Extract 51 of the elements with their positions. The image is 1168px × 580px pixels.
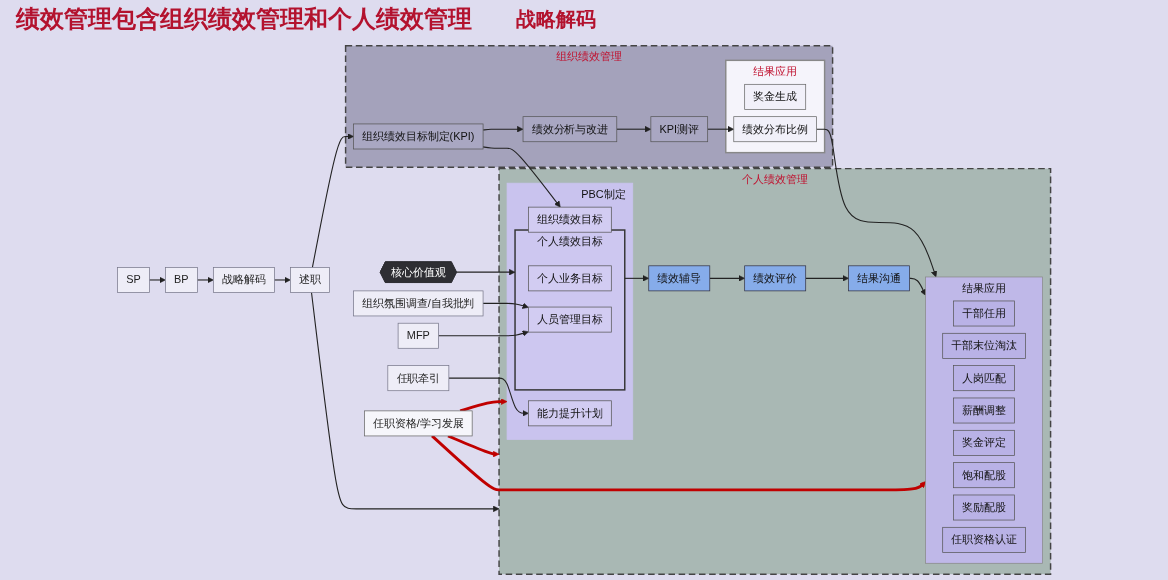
arrow — [816, 128, 938, 278]
arrow — [448, 377, 529, 417]
arrow — [311, 133, 354, 268]
process-box: 战略解码 — [213, 267, 275, 293]
list-item-box: 奖励配股 — [953, 494, 1015, 521]
arrow — [455, 268, 516, 276]
foundation-bar: 任职资格/学习发展 — [364, 410, 473, 437]
step-box: 结果沟通 — [848, 265, 910, 292]
list-item-box: 饱和配股 — [953, 462, 1015, 489]
arrow — [273, 276, 291, 284]
arrow — [805, 275, 849, 282]
goal-box: 人员管理目标 — [528, 306, 612, 333]
process-box: 任职牵引 — [387, 365, 450, 392]
arrow — [447, 434, 500, 458]
process-box: KPI测评 — [650, 116, 709, 143]
arrow — [148, 276, 166, 284]
list-item-box: 奖金评定 — [953, 429, 1015, 456]
goal-box: 组织绩效目标 — [528, 206, 612, 233]
arrow — [909, 277, 927, 296]
arrow — [709, 275, 745, 282]
process-box: MFP — [397, 322, 439, 349]
process-box: 绩效分布比例 — [733, 116, 817, 143]
list-item-box: 薪酬调整 — [953, 397, 1015, 424]
list-item-box: 干部末位淘汰 — [942, 332, 1026, 359]
arrow — [707, 126, 735, 133]
list-item-box: 任职资格认证 — [942, 526, 1026, 553]
arrow — [482, 146, 561, 208]
arrow — [431, 434, 926, 492]
step-box: 绩效辅导 — [648, 265, 711, 292]
hexagon-node: 核心价值观 — [379, 261, 457, 283]
list-item-box: 人岗匹配 — [953, 365, 1015, 392]
arrow — [196, 276, 214, 284]
process-box: 组织绩效目标制定(KPI) — [353, 123, 484, 150]
process-box: SP — [117, 267, 150, 293]
arrow — [616, 126, 652, 133]
goal-box: 能力提升计划 — [528, 400, 612, 427]
process-box: 组织氛围调查/自我批判 — [353, 290, 484, 317]
diagram-title: 绩效管理包含组织绩效管理和个人绩效管理 — [16, 4, 472, 34]
arrow — [438, 330, 529, 337]
goal-box: 个人业务目标 — [528, 265, 612, 292]
arrow — [482, 126, 524, 133]
process-box: BP — [165, 267, 198, 293]
arrow — [310, 291, 500, 513]
process-box: 绩效分析与改进 — [522, 116, 618, 143]
list-item-box: 干部任用 — [953, 300, 1015, 327]
arrow — [482, 302, 529, 309]
arrow — [624, 275, 650, 282]
process-box: 述职 — [290, 267, 330, 293]
step-box: 绩效评价 — [744, 265, 807, 292]
section-heading: 战略解码 — [516, 7, 597, 32]
process-box: 奖金生成 — [744, 83, 807, 110]
